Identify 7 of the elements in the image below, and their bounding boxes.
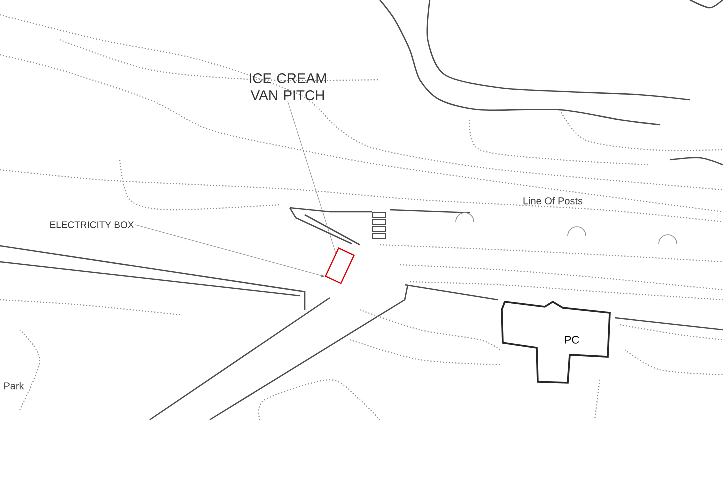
map-label: ELECTRICITY BOX [50,222,134,228]
map-label: ICE CREAM VAN PITCH [250,74,326,100]
leader-line [288,101,336,254]
leader-line [135,224,325,278]
building: PC [501,300,611,384]
map-label: Park [4,382,24,390]
map-label: Line Of Posts [524,197,583,205]
